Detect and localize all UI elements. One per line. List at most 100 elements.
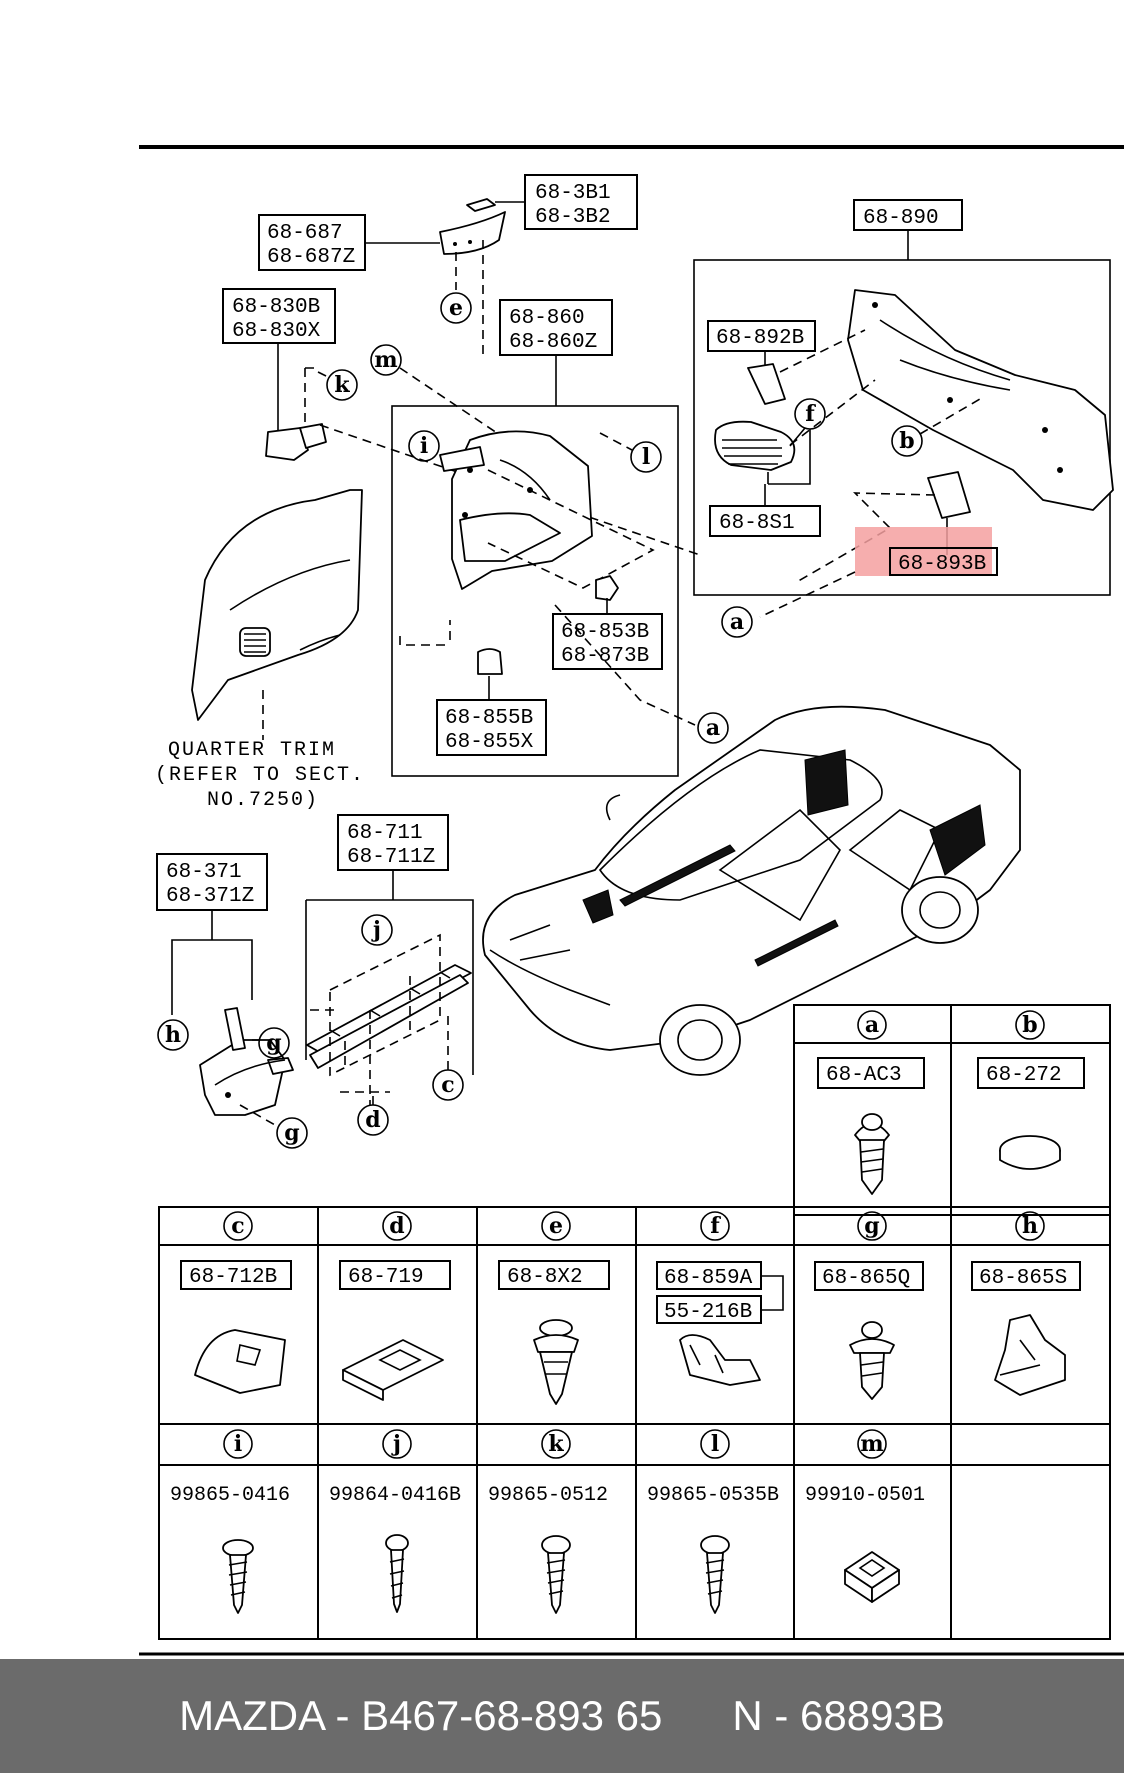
table-header-e: e [541,1211,571,1241]
fastener-d-drawing [342,1339,444,1401]
fastener-j-label: 99864-0416B [329,1484,461,1507]
svg-text:g: g [864,1213,879,1239]
quarter-trim-line2: (REFER TO SECT. [155,764,365,787]
part-label-68-687[interactable]: 68-687 68-687Z [258,214,366,271]
callout-a-upper[interactable]: a [721,606,753,638]
callout-j-diagram[interactable]: j [361,914,393,946]
part-label-68-711[interactable]: 68-711 68-711Z [337,814,449,871]
part-label-68-3B1[interactable]: 68-3B1 68-3B2 [524,174,638,230]
svg-text:d: d [389,1213,404,1239]
svg-text:e: e [449,295,463,321]
part-label-68-890[interactable]: 68-890 [853,199,963,231]
label-68-893B: 68-893B [898,553,986,576]
svg-text:k: k [334,372,350,398]
fastener-c-label[interactable]: 68-712B [180,1260,292,1290]
rear-trim-bracket [439,198,506,255]
svg-text:c: c [231,1213,244,1239]
callout-b-diagram[interactable]: b [891,425,923,457]
fastener-b-label[interactable]: 68-272 [977,1057,1085,1089]
fastener-e-label[interactable]: 68-8X2 [498,1260,610,1290]
svg-text:d: d [365,1107,380,1133]
part-label-68-853B[interactable]: 68-853B 68-873B [552,613,663,670]
cover-68-893B [927,471,971,519]
callout-g-upper[interactable]: g [258,1027,290,1059]
fastener-f2-label[interactable]: 55-216B [656,1295,762,1324]
fastener-b-drawing [999,1135,1061,1170]
callout-c-diagram[interactable]: c [432,1069,464,1101]
part-label-68-855B[interactable]: 68-855B 68-855X [436,699,547,756]
callout-d-diagram[interactable]: d [357,1104,389,1136]
fastener-a-label[interactable]: 68-AC3 [817,1057,925,1089]
label-68-3B2: 68-3B2 [535,206,611,229]
fastener-d-label[interactable]: 68-719 [339,1260,451,1290]
svg-text:c: c [441,1072,454,1098]
label-68-830X: 68-830X [232,320,321,343]
svg-text:e: e [549,1213,563,1239]
svg-text:a: a [865,1012,879,1038]
callout-k-diagram[interactable]: k [326,369,358,401]
label-68-892B: 68-892B [716,327,804,350]
footer-ref-number: N - 68893B [732,1692,945,1739]
callout-m-diagram[interactable]: m [370,344,402,376]
label-68-830B: 68-830B [232,296,320,319]
fastener-l-label: 99865-0535B [647,1484,779,1507]
part-label-68-830B[interactable]: 68-830B 68-830X [222,288,336,344]
fastener-h-label[interactable]: 68-865S [971,1261,1081,1291]
svg-text:b: b [1022,1012,1037,1038]
svg-text:f: f [710,1213,721,1239]
fastener-m-drawing [844,1551,900,1603]
label-68-855B: 68-855B [445,707,533,730]
label-68-711Z: 68-711Z [347,846,435,869]
svg-text:68-712B: 68-712B [189,1266,277,1289]
label-68-873B: 68-873B [561,645,649,668]
callout-f-diagram[interactable]: f [794,398,826,430]
clip-68-853B [595,575,619,601]
fastener-table [158,1004,1111,1640]
part-label-68-371[interactable]: 68-371 68-371Z [156,853,268,911]
footer-bar: MAZDA - B467-68-893 65 N - 68893B [0,1659,1124,1773]
footer-part-number: MAZDA - B467-68-893 65 [179,1692,663,1739]
table-header-m: m [857,1429,887,1459]
label-68-855X: 68-855X [445,731,534,754]
part-label-68-8S1[interactable]: 68-8S1 [709,505,821,537]
car-illustration [482,705,1021,1076]
label-68-890: 68-890 [863,207,939,230]
fastener-c-drawing [194,1329,286,1394]
label-68-687Z: 68-687Z [267,246,355,269]
label-68-687: 68-687 [267,222,343,245]
table-header-l: l [700,1429,730,1459]
fastener-g-drawing [849,1321,895,1400]
callout-l-diagram[interactable]: l [630,441,662,473]
svg-text:b: b [899,428,914,454]
fastener-i-label: 99865-0416 [170,1484,290,1507]
fastener-g-label[interactable]: 68-865Q [814,1261,924,1291]
clip-68-855B [477,648,503,675]
tailgate-trim-group-box [693,259,1111,596]
part-label-68-892B[interactable]: 68-892B [707,320,816,352]
label-68-371Z: 68-371Z [166,885,254,908]
svg-text:68-859A: 68-859A [664,1267,753,1290]
fastener-h-drawing [994,1314,1066,1396]
speaker-grille-68-8S1 [714,420,796,471]
table-header-g: g [857,1211,887,1241]
fastener-m-label: 99910-0501 [805,1484,925,1507]
label-68-371: 68-371 [166,861,242,884]
svg-text:a: a [730,609,744,635]
svg-text:a: a [706,715,720,741]
svg-text:g: g [284,1120,299,1146]
callout-e-diagram[interactable]: e [440,292,472,324]
tailgate-trim-panel [847,289,1114,511]
callout-a-lower[interactable]: a [697,712,729,744]
part-label-68-893B[interactable]: 68-893B [889,547,998,576]
svg-text:h: h [165,1022,181,1048]
cover-68-892B [747,363,786,405]
svg-text:68-865S: 68-865S [979,1267,1067,1290]
fastener-f1-label[interactable]: 68-859A [656,1261,762,1290]
svg-text:k: k [548,1431,564,1457]
callout-g-lower[interactable]: g [276,1117,308,1149]
table-header-h: h [1015,1211,1045,1241]
fastener-i-drawing [222,1539,254,1614]
callout-i-diagram[interactable]: i [408,430,440,462]
part-label-68-860[interactable]: 68-860 68-860Z [499,299,613,356]
callout-h-diagram[interactable]: h [157,1019,189,1051]
